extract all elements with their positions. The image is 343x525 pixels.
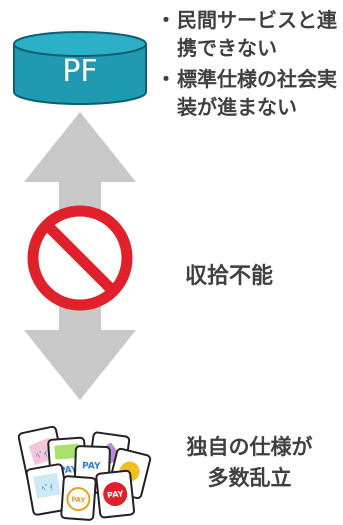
svg-text:ﾍﾟｲ: ﾍﾟｲ: [35, 449, 49, 460]
caption: 独自の仕様が 多数乱立: [158, 432, 341, 494]
caption-line: 多数乱立: [207, 466, 292, 490]
issue-item: 標準仕様の社会実装が進まない: [156, 65, 340, 121]
pay-label: PAY: [82, 461, 101, 472]
issue-item: 民間サービスと連携できない: [156, 6, 340, 62]
issue-list: 民間サービスと連携できない 標準仕様の社会実装が進まない: [156, 6, 340, 124]
payment-card: PAY: [60, 475, 97, 521]
payment-card: PAY: [95, 469, 136, 519]
caption-line: 独自の仕様が: [186, 435, 313, 459]
status-label: 収拾不能: [185, 264, 274, 289]
pay-label: PAY: [107, 489, 124, 500]
prohibition-icon: [27, 205, 133, 311]
platform-label: PF: [62, 54, 98, 89]
svg-text:ﾍﾟｲ: ﾍﾟｲ: [41, 483, 54, 494]
pay-label: PAY: [59, 465, 79, 476]
pay-label: PAY: [71, 496, 87, 505]
database-cylinder-icon: [13, 31, 147, 105]
payment-cards-icon: ﾍﾟｲ PAY PAY ﾍﾟｲ PAY: [17, 425, 152, 521]
